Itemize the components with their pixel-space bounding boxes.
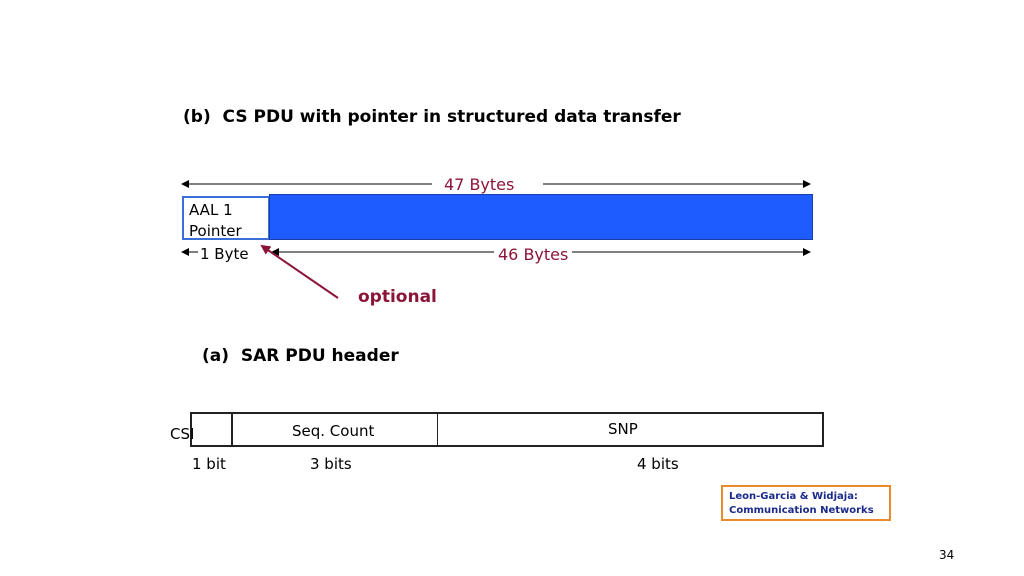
- pointer-size-label: 1 Byte: [200, 245, 249, 263]
- snp-size-label: 4 bits: [637, 455, 679, 473]
- csi-divider: [231, 414, 233, 447]
- sar-pdu-title: (a) SAR PDU header: [202, 346, 399, 366]
- page-number: 34: [939, 548, 955, 562]
- optional-label: optional: [358, 287, 437, 307]
- seq-count-size-label: 3 bits: [310, 455, 352, 473]
- total-size-label: 47 Bytes: [444, 175, 515, 194]
- citation-line1: Leon-Garcia & Widjaja:: [729, 491, 858, 502]
- optional-arrow: [260, 244, 339, 299]
- seq-divider: [437, 414, 438, 447]
- cs-pdu-title: (b) CS PDU with pointer in structured da…: [183, 107, 681, 127]
- seq-count-field-label: Seq. Count: [292, 422, 375, 440]
- sar-header-box: [190, 412, 824, 447]
- citation-line2: Communication Networks: [729, 505, 874, 516]
- aal1-pointer-field: AAL 1 Pointer: [182, 196, 270, 240]
- payload-field: [269, 194, 813, 240]
- csi-size-label: 1 bit: [192, 455, 226, 473]
- payload-size-label: 46 Bytes: [498, 245, 569, 264]
- pointer-label-line2: Pointer: [189, 222, 242, 240]
- pointer-label-line1: AAL 1: [189, 201, 233, 219]
- csi-field-label: CSI: [170, 425, 195, 443]
- citation-box: Leon-Garcia & Widjaja: Communication Net…: [721, 485, 891, 521]
- snp-field-label: SNP: [608, 420, 638, 438]
